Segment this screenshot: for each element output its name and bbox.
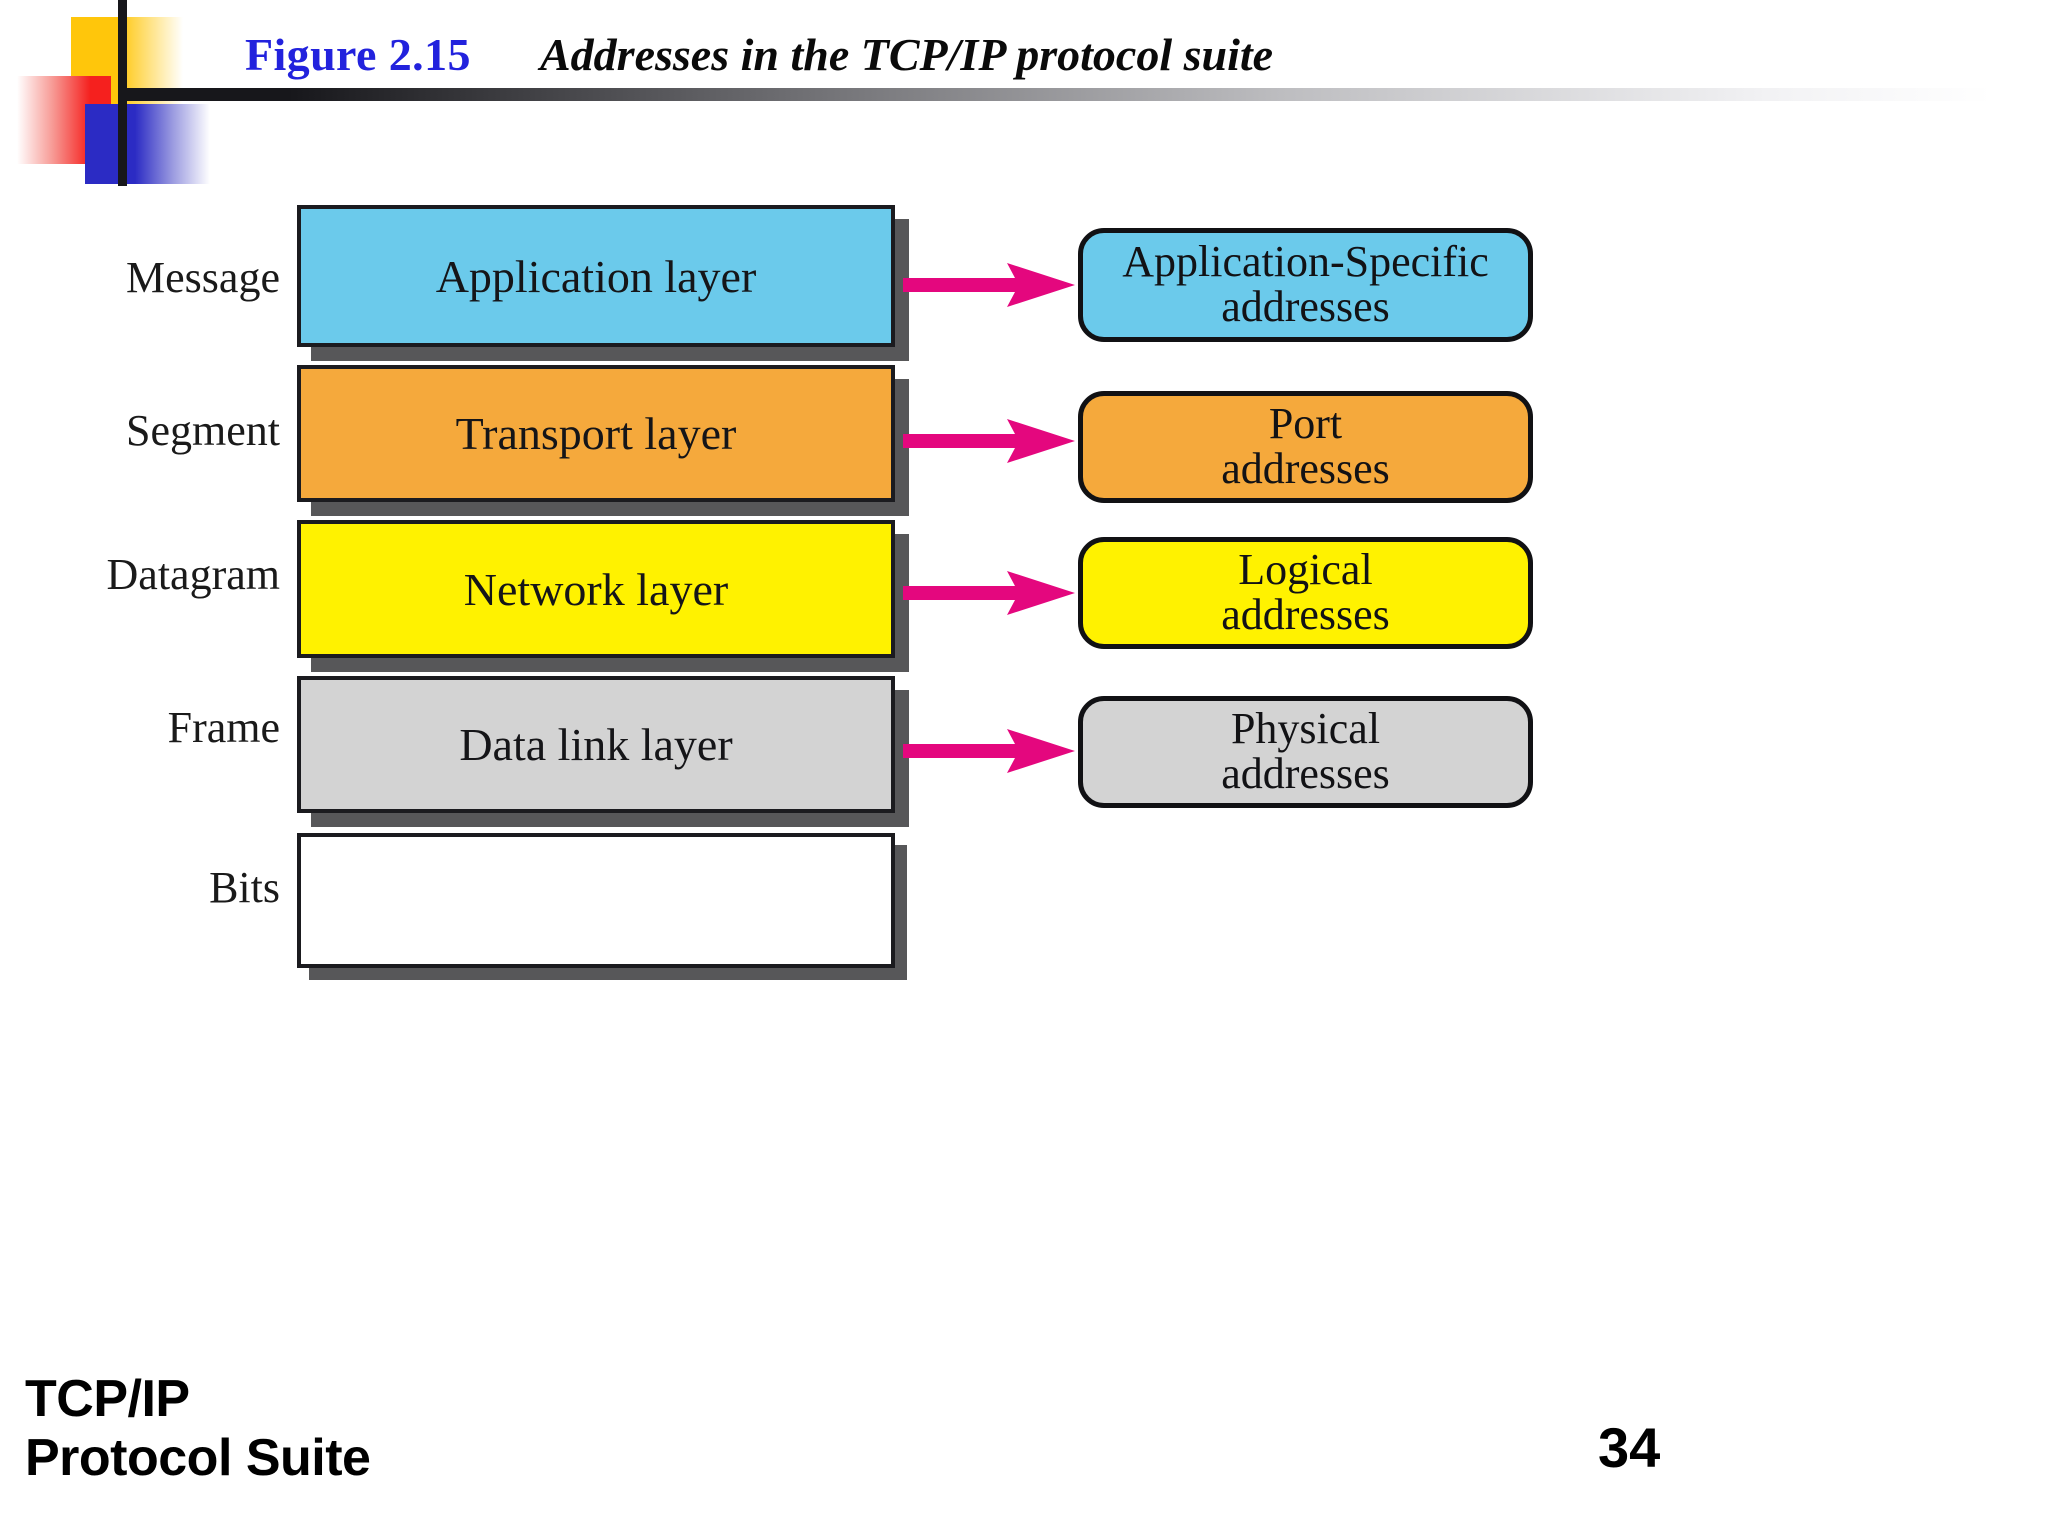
book-title-line-1: TCP/IP xyxy=(25,1370,190,1428)
pdu-label: Bits xyxy=(209,863,280,912)
address-label-line-2: addresses xyxy=(1221,282,1390,331)
flow-arrow-icon xyxy=(903,262,1075,308)
layer-box[interactable]: Data link layer xyxy=(297,676,895,813)
flow-arrow-icon xyxy=(903,418,1075,464)
layer-name: Application layer xyxy=(435,250,757,302)
layer-name: Data link layer xyxy=(459,719,733,770)
logo-blue-square xyxy=(85,104,210,184)
figure-number: Figure 2.15 xyxy=(245,29,471,80)
address-label-line-2: addresses xyxy=(1221,749,1390,798)
page-title: Addresses in the TCP/IP protocol suite xyxy=(540,29,1274,80)
layer-box[interactable] xyxy=(297,833,895,968)
layer-box[interactable]: Network layer xyxy=(297,520,895,658)
address-label-line-1: Physical xyxy=(1230,704,1381,754)
address-label-line-2: addresses xyxy=(1221,590,1390,639)
pdu-label: Message xyxy=(126,253,280,302)
flow-arrow-icon xyxy=(903,570,1075,616)
layer-box[interactable]: Transport layer xyxy=(297,365,895,502)
flow-arrow-icon xyxy=(903,728,1075,774)
address-label-line-1: Port xyxy=(1268,399,1343,449)
book-title-line-2: Protocol Suite xyxy=(25,1429,371,1488)
layer-name: Transport layer xyxy=(455,408,737,459)
address-label-line-1: Logical xyxy=(1238,545,1373,595)
address-label-line-2: addresses xyxy=(1221,444,1390,493)
address-label-line-1: Application-Specific xyxy=(1122,237,1489,287)
pdu-label: Frame xyxy=(167,703,280,752)
book-title: TCP/IP Protocol Suite xyxy=(25,1370,371,1489)
pdu-label: Segment xyxy=(126,406,280,455)
layer-box[interactable]: Application layer xyxy=(297,205,895,347)
pdu-label: Datagram xyxy=(106,550,280,599)
page-number: 34 xyxy=(1598,1416,1661,1479)
header-rule xyxy=(120,88,1992,101)
logo-vertical-line xyxy=(118,0,127,186)
layer-name: Network layer xyxy=(463,563,729,615)
